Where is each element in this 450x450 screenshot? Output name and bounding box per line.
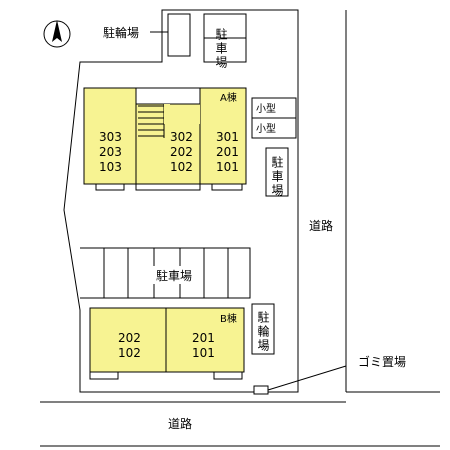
small-car-label-2: 小型 — [256, 122, 276, 135]
bicycle-parking-side-label: 駐輪場 — [256, 310, 270, 353]
building-b — [89, 307, 245, 380]
building-b-name: B棟 — [220, 312, 237, 325]
parking-middle-label: 駐車場 — [156, 268, 192, 283]
bicycle-parking-top-label: 駐輪場 — [103, 25, 139, 40]
bicycle-parking-top-area — [167, 13, 191, 57]
unit-302: 302 — [170, 130, 193, 144]
unit-101a: 101 — [216, 160, 239, 174]
road-right-label: 道路 — [309, 218, 333, 233]
unit-202b: 202 — [118, 331, 141, 345]
unit-301: 301 — [216, 130, 239, 144]
parking-side-area — [265, 147, 289, 197]
unit-103: 103 — [99, 160, 122, 174]
unit-202a: 202 — [170, 145, 193, 159]
parking-side-label: 駐車場 — [270, 155, 284, 198]
unit-201b: 201 — [192, 331, 215, 345]
unit-101b: 101 — [192, 346, 215, 360]
unit-201a: 201 — [216, 145, 239, 159]
building-a-name: A棟 — [220, 91, 237, 104]
small-car-space-2 — [251, 117, 297, 139]
garbage-label: ゴミ置場 — [358, 354, 406, 369]
unit-303: 303 — [99, 130, 122, 144]
unit-102b: 102 — [118, 346, 141, 360]
parking-top-right-label: 駐車場 — [214, 27, 228, 70]
compass-icon — [43, 20, 71, 48]
road-bottom-label: 道路 — [168, 416, 192, 431]
unit-203: 203 — [99, 145, 122, 159]
site-boundary — [63, 9, 299, 393]
bicycle-parking-side-area — [251, 303, 275, 355]
building-a — [83, 87, 247, 191]
garbage-area — [253, 385, 269, 395]
unit-102a: 102 — [170, 160, 193, 174]
small-car-label-1: 小型 — [256, 102, 276, 115]
